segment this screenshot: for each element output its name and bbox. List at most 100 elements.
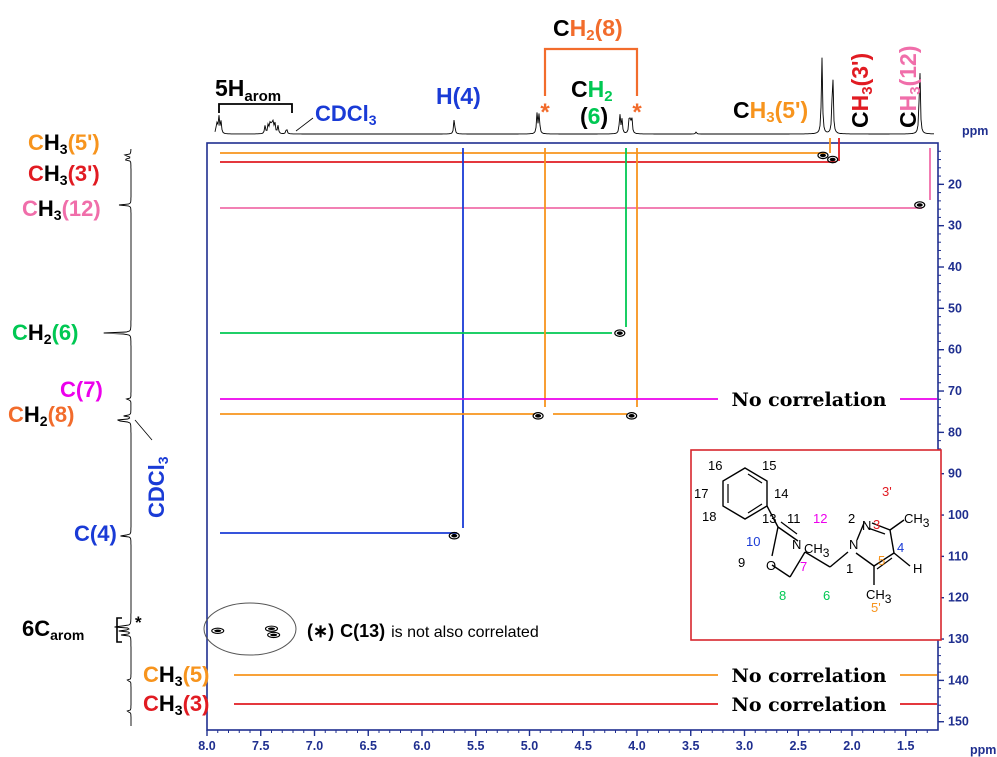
y-tick-label: 50	[948, 301, 962, 315]
svg-text:4: 4	[897, 540, 904, 555]
aromatic-peak	[211, 627, 225, 634]
svg-text:N: N	[849, 537, 858, 552]
y-tick-label: 130	[948, 632, 969, 646]
svg-text:6: 6	[823, 588, 830, 603]
carbon-label-ch3-5p: CH3(5')	[28, 130, 100, 157]
svg-text:7: 7	[800, 559, 807, 574]
x-tick-label: 5.0	[521, 739, 538, 753]
svg-text:12: 12	[813, 511, 827, 526]
proton-projection-trace	[214, 57, 934, 135]
svg-text:5Harom: 5Harom	[215, 75, 281, 105]
benzene-ring	[722, 467, 768, 520]
harom-sub: arom	[244, 88, 281, 105]
y-axis-unit: ppm	[962, 124, 988, 138]
carbon-label-ch2-6: CH2(6)	[12, 320, 78, 347]
y-tick-label: 110	[948, 549, 968, 563]
cross-peak	[914, 201, 926, 209]
cross-peak	[817, 151, 829, 160]
y-tick-label: 90	[948, 467, 962, 481]
x-tick-label: 3.0	[736, 739, 753, 753]
harom-main: 5H	[215, 75, 244, 101]
carbon-label-ch2-8: CH2(8)	[8, 402, 74, 429]
x-tick-label: 1.5	[897, 739, 914, 753]
carbon-label-ch3-12: CH3(12)	[22, 196, 101, 223]
svg-text:11: 11	[787, 511, 801, 526]
y-tick-label: 60	[948, 343, 962, 357]
y-tick-label: 70	[948, 384, 962, 398]
proton-label-ch3-12: CH3(12)	[895, 46, 924, 129]
aromatic-peak	[264, 625, 279, 632]
structure-inset: 16 15 17 14 18 13 11 10 12 2 3 3' 4 9 7 …	[690, 449, 942, 641]
carom-star: *	[135, 613, 142, 632]
aromatic-note: (∗)C(13)is not also correlated	[307, 621, 539, 641]
correlation-guide-lines	[220, 138, 937, 705]
aromatic-peak	[267, 631, 281, 639]
x-tick-label: 7.5	[252, 739, 269, 753]
aromatic-peaks	[211, 625, 281, 639]
carbon-label-ch3-5: CH3(5)	[143, 662, 209, 689]
x-tick-label: 5.5	[467, 739, 484, 753]
svg-text:5: 5	[878, 553, 885, 568]
svg-text:15: 15	[762, 458, 776, 473]
ch2-8-star-left: *	[540, 99, 550, 126]
svg-text:14: 14	[774, 486, 788, 501]
x-tick-label: 2.5	[790, 739, 807, 753]
carbon-label-cdcl3: CDCl3	[144, 456, 171, 518]
carbon-label-c4: C(4)	[74, 521, 117, 546]
svg-text:16: 16	[708, 458, 722, 473]
proton-label-ch2-6-num: (6)	[580, 103, 608, 129]
svg-text:9: 9	[738, 555, 745, 570]
y-tick-label: 20	[948, 177, 962, 191]
proton-label-ch2-6: CH2	[571, 76, 613, 105]
cross-peak	[532, 412, 544, 420]
proton-label-ch3-3p: CH3(3')	[847, 53, 876, 128]
svg-text:N: N	[792, 537, 801, 552]
carbon-label-carom: 6Carom	[22, 616, 84, 643]
svg-text:CH3: CH3	[904, 511, 930, 530]
proton-label-cdcl3: CDCl3	[315, 101, 377, 128]
y-tick-label: 140	[948, 673, 969, 687]
svg-text:5': 5'	[871, 600, 881, 615]
svg-text:O: O	[766, 558, 776, 573]
y-tick-label: 120	[948, 591, 969, 605]
y-tick-label: 40	[948, 260, 962, 274]
cross-peak	[614, 329, 626, 337]
structure-frame	[690, 449, 942, 641]
x-tick-label: 4.5	[575, 739, 592, 753]
y-tick-label: 100	[948, 508, 969, 522]
cross-peaks	[448, 151, 926, 540]
no-correlation-c7: No correlation	[731, 389, 886, 411]
x-tick-label: 2.0	[843, 739, 860, 753]
x-tick-label: 8.0	[198, 739, 215, 753]
cross-peak	[448, 531, 460, 540]
carbon-projection-trace	[103, 149, 132, 726]
svg-text:CH3: CH3	[804, 541, 830, 560]
svg-text:1: 1	[846, 561, 853, 576]
svg-text:10: 10	[746, 534, 760, 549]
carbon-label-ch3-3: CH3(3)	[143, 691, 209, 718]
carom-bracket	[116, 617, 122, 643]
c10-n11-bond	[777, 526, 799, 542]
svg-text:CH3: CH3	[866, 587, 892, 606]
svg-text:3': 3'	[882, 484, 892, 499]
cross-peak	[626, 412, 638, 420]
svg-text:N: N	[862, 518, 871, 533]
x-tick-label: 4.0	[628, 739, 645, 753]
x-tick-label: 7.0	[306, 739, 323, 753]
y-tick-label: 150	[948, 715, 969, 729]
proton-label-ch3-5p: CH3(5')	[733, 97, 808, 126]
cross-peak	[827, 155, 839, 164]
carbon-cdcl3-pointer	[134, 419, 153, 441]
y-tick-label: 80	[948, 425, 962, 439]
x-axis-unit: ppm	[970, 743, 996, 757]
x-tick-label: 6.5	[360, 739, 377, 753]
cdcl3-pointer	[295, 117, 314, 132]
svg-text:3: 3	[873, 517, 880, 532]
no-correlation-ch3-3: No correlation	[731, 694, 886, 716]
no-correlation-ch3-5: No correlation	[731, 665, 886, 687]
carbon-label-c7: C(7)	[60, 377, 103, 402]
svg-text:2: 2	[848, 511, 855, 526]
